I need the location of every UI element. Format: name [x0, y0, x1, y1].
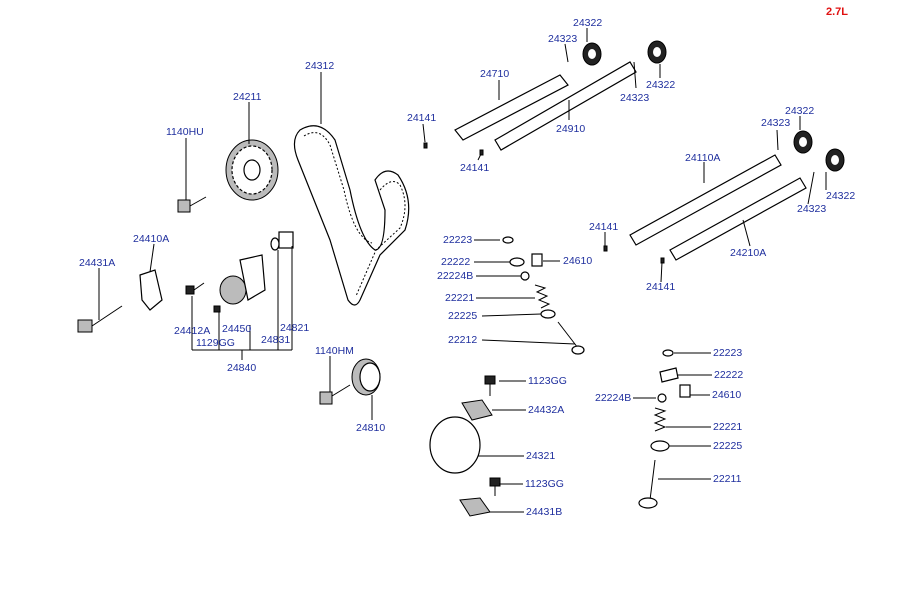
sleeve-24831[interactable] — [278, 231, 294, 249]
part-label-24321[interactable]: 24321 — [526, 450, 556, 462]
key-24141-a[interactable] — [423, 142, 428, 149]
spring-seat-22225-b[interactable] — [650, 440, 670, 452]
part-label-24410a[interactable]: 24410A — [133, 233, 170, 245]
seal-22224b-b[interactable] — [657, 393, 667, 403]
seal-24322-b[interactable] — [647, 40, 667, 64]
part-label-24431a[interactable]: 24431A — [79, 257, 116, 269]
part-label-22223-b[interactable]: 22223 — [713, 347, 743, 359]
part-label-24141-b[interactable]: 24141 — [460, 162, 490, 174]
part-label-24312[interactable]: 24312 — [305, 60, 335, 72]
seal-22224b-a[interactable] — [520, 271, 530, 281]
bolt-24431a[interactable] — [77, 305, 123, 333]
idler-pulley-24810[interactable] — [351, 358, 381, 396]
bolt-24412a[interactable] — [185, 282, 205, 295]
tensioner-arm-24410a[interactable] — [139, 269, 163, 311]
engine-code-label: 2.7L — [826, 6, 849, 18]
part-label-24821[interactable]: 24821 — [280, 322, 310, 334]
part-label-24710[interactable]: 24710 — [480, 68, 510, 80]
part-label-24141-c[interactable]: 24141 — [589, 221, 619, 233]
part-label-24840[interactable]: 24840 — [227, 362, 257, 374]
bolt-1140hu[interactable] — [177, 196, 207, 213]
washer-24821[interactable] — [270, 237, 280, 251]
spring-seat-22225-a[interactable] — [540, 309, 556, 319]
part-label-1140hm[interactable]: 1140HM — [315, 345, 354, 357]
part-label-22221-a[interactable]: 22221 — [445, 292, 475, 304]
part-label-24432a[interactable]: 24432A — [528, 404, 565, 416]
part-label-24450[interactable]: 24450 — [222, 323, 252, 335]
tensioner-pulley-24450[interactable] — [219, 254, 266, 305]
retainer-22222-a[interactable] — [509, 257, 525, 267]
part-label-22223-a[interactable]: 22223 — [443, 234, 473, 246]
part-label-24610-b[interactable]: 24610 — [712, 389, 742, 401]
cam-sprocket-24211[interactable] — [225, 139, 279, 201]
part-label-22224b-a[interactable]: 22224B — [437, 270, 474, 282]
part-label-24322-d[interactable]: 24322 — [826, 190, 856, 202]
leader-lines — [98, 28, 827, 513]
bolt-1123gg-a[interactable] — [484, 375, 496, 396]
camshaft-24110a[interactable] — [629, 154, 782, 246]
key-24141-d[interactable] — [660, 257, 665, 264]
part-label-22225-b[interactable]: 22225 — [713, 440, 743, 452]
part-label-22225-a[interactable]: 22225 — [448, 310, 478, 322]
key-24141-b[interactable] — [479, 149, 484, 156]
part-label-24610-a[interactable]: 24610 — [563, 255, 593, 267]
part-label-1123gg-a[interactable]: 1123GG — [528, 375, 567, 387]
part-label-24323-c[interactable]: 24323 — [761, 117, 791, 129]
camshaft-24910[interactable] — [494, 61, 637, 151]
camshaft-24710[interactable] — [454, 74, 569, 141]
part-label-24323-d[interactable]: 24323 — [797, 203, 827, 215]
valve-cotter-22223-b[interactable] — [662, 349, 674, 357]
lifter-24610-b[interactable] — [679, 384, 691, 398]
part-label-24910[interactable]: 24910 — [556, 123, 586, 135]
camshaft-24210a[interactable] — [669, 177, 807, 261]
timing-belt-24312[interactable] — [293, 125, 410, 306]
seal-24322-a[interactable] — [582, 42, 602, 66]
bolt-1140hm[interactable] — [319, 384, 351, 405]
part-label-24210a[interactable]: 24210A — [730, 247, 767, 259]
lifter-24610-a[interactable] — [531, 253, 543, 267]
part-label-24323-a[interactable]: 24323 — [548, 33, 578, 45]
key-24141-c[interactable] — [603, 245, 608, 252]
part-label-24141-d[interactable]: 24141 — [646, 281, 676, 293]
group-bracket-24840 — [191, 246, 293, 360]
spring-22221-a[interactable] — [534, 284, 551, 309]
part-label-22222-b[interactable]: 22222 — [714, 369, 744, 381]
cover-24431b[interactable] — [459, 497, 491, 517]
part-label-22222-a[interactable]: 22222 — [441, 256, 471, 268]
bolt-1129gg[interactable] — [213, 305, 221, 313]
part-label-24431b[interactable]: 24431B — [526, 506, 563, 518]
part-label-24141-a[interactable]: 24141 — [407, 112, 437, 124]
part-label-22212[interactable]: 22212 — [448, 334, 478, 346]
part-label-22211[interactable]: 22211 — [713, 473, 742, 485]
retainer-22222-b[interactable] — [659, 367, 679, 383]
part-label-24810[interactable]: 24810 — [356, 422, 386, 434]
belt-24321[interactable] — [429, 416, 481, 474]
seal-24322-c[interactable] — [793, 130, 813, 154]
part-label-24211[interactable]: 24211 — [233, 91, 262, 103]
part-label-24323-b[interactable]: 24323 — [620, 92, 650, 104]
part-label-24322-a[interactable]: 24322 — [573, 17, 603, 29]
valve-22211[interactable] — [638, 459, 658, 509]
valve-cotter-22223-a[interactable] — [502, 236, 514, 244]
part-label-22221-b[interactable]: 22221 — [713, 421, 743, 433]
part-label-22224b-b[interactable]: 22224B — [595, 392, 632, 404]
part-label-1140hu[interactable]: 1140HU — [166, 126, 204, 138]
spring-22221-b[interactable] — [653, 407, 667, 432]
part-label-24322-b[interactable]: 24322 — [646, 79, 676, 91]
part-label-24831[interactable]: 24831 — [261, 334, 291, 346]
part-label-1123gg-b[interactable]: 1123GG — [525, 478, 564, 490]
seal-24322-d[interactable] — [825, 148, 845, 172]
valve-22212[interactable] — [557, 321, 585, 355]
bolt-1123gg-b[interactable] — [489, 477, 501, 496]
part-label-24110a[interactable]: 24110A — [685, 152, 721, 164]
part-label-24412a[interactable]: 24412A — [174, 325, 211, 337]
part-label-1129gg[interactable]: 1129GG — [196, 337, 235, 349]
cover-24432a[interactable] — [461, 399, 493, 421]
part-label-24322-c[interactable]: 24322 — [785, 105, 815, 117]
